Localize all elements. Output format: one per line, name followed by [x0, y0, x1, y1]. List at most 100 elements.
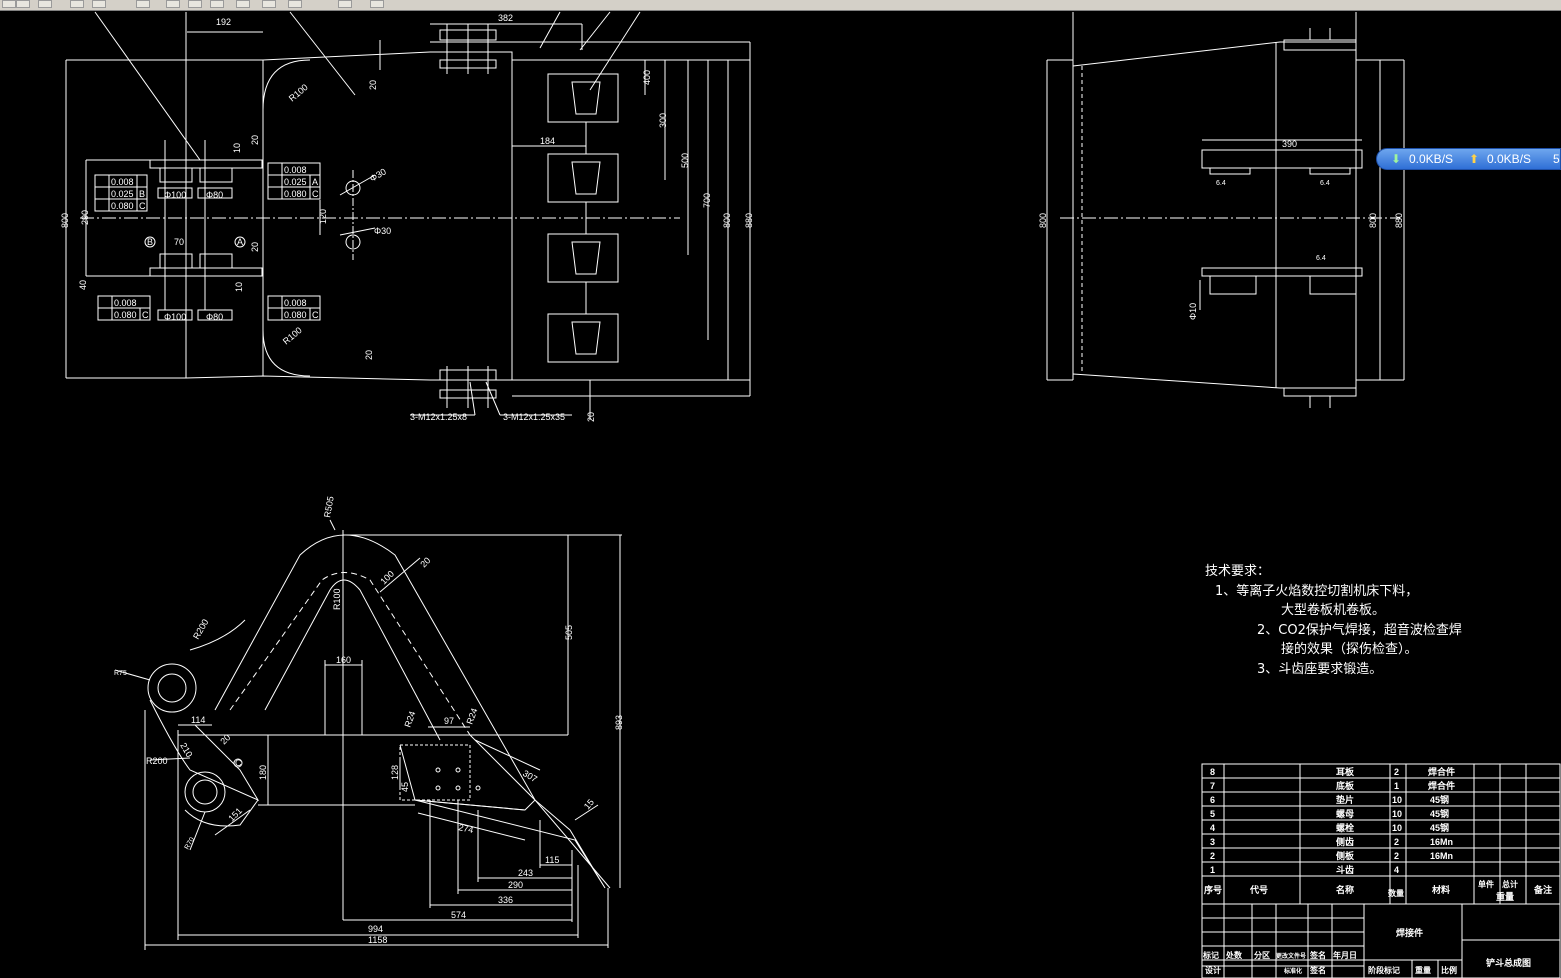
tol-1: 0.008: [111, 177, 134, 187]
cad-drawing-canvas[interactable]: 192 382 20 R100 20 10 400 300 184 500 70…: [0, 10, 1561, 978]
new-file-icon[interactable]: [2, 0, 16, 8]
dim-phi30a: Φ30: [368, 166, 388, 183]
bom-name-8: 耳板: [1336, 766, 1355, 777]
dim-10a: 10: [232, 143, 242, 153]
side-dim-880: 880: [1394, 213, 1404, 228]
tb-stage: 阶段标记: [1368, 965, 1400, 975]
fv-160: 160: [336, 655, 351, 665]
dim-382: 382: [498, 13, 513, 23]
zoom-realtime-icon[interactable]: [166, 0, 180, 8]
dim-300: 300: [658, 113, 668, 128]
bom-name-6: 垫片: [1336, 794, 1354, 805]
roughness-a: 6.4: [1216, 180, 1226, 187]
bom-qty-5: 10: [1392, 809, 1402, 819]
cut-icon[interactable]: [70, 0, 84, 8]
save-icon[interactable]: [16, 0, 30, 8]
bucket-teeth: [547, 73, 619, 363]
bom-qty-3: 2: [1394, 837, 1399, 847]
technical-requirements: 技术要求： 1、等离子火焰数控切割机床下料， 大型卷板机卷板。 2、CO2保护气…: [1205, 562, 1525, 679]
bom-mat-8: 焊合件: [1428, 766, 1455, 777]
upload-arrow-icon: ⬆: [1469, 152, 1480, 166]
bom-mat-2: 16Mn: [1430, 851, 1453, 861]
side-dim-800l: 800: [1038, 213, 1048, 228]
fv-893: 893: [614, 715, 624, 730]
tol-8: 0.080: [114, 310, 137, 320]
bom-header-code: 代号: [1249, 884, 1268, 895]
tol-c2: C: [312, 189, 319, 199]
dim-290: 290: [80, 210, 90, 225]
fv-180: 180: [258, 765, 268, 780]
tol-c1: C: [139, 201, 146, 211]
bom-mat-6: 45钢: [1430, 794, 1449, 805]
fv-128: 128: [390, 765, 400, 780]
zoom-previous-icon[interactable]: [210, 0, 224, 8]
fv-100: 100: [378, 569, 396, 587]
tol-2: 0.025: [111, 189, 134, 199]
tb-sign: 签名: [1309, 950, 1326, 960]
layer-icon[interactable]: [338, 0, 352, 8]
network-speed-widget[interactable]: ⬇ 0.0KB/S ⬆ 0.0KB/S 5: [1376, 148, 1561, 170]
dim-20b: 20: [250, 135, 260, 145]
bom-name-3: 侧齿: [1336, 836, 1354, 847]
bom-qty-7: 1: [1394, 781, 1399, 791]
zoom-window-icon[interactable]: [188, 0, 202, 8]
bom-table: [1201, 763, 1561, 978]
bom-qty-4: 10: [1392, 823, 1402, 833]
tol-5: 0.025: [284, 177, 307, 187]
bom-header-qty: 数量: [1388, 888, 1404, 898]
tol-7: 0.008: [114, 298, 137, 308]
bom-header-material: 材料: [1431, 884, 1450, 895]
side-dim-800r: 800: [1368, 213, 1378, 228]
tol-9: 0.008: [284, 298, 307, 308]
roughness-b: 6.4: [1320, 180, 1330, 187]
title-block-part: 焊接件: [1396, 927, 1423, 938]
fv-574: 574: [451, 910, 466, 920]
tb-mark: 标记: [1202, 950, 1219, 960]
fv-r24a: R24: [402, 710, 417, 729]
properties-icon[interactable]: [236, 0, 250, 8]
fv-45: 45: [400, 782, 410, 792]
bom-name-2: 侧板: [1336, 850, 1355, 861]
bom-qty-1: 4: [1394, 865, 1399, 875]
dim-192: 192: [216, 17, 231, 27]
tool-palette-icon[interactable]: [288, 0, 302, 8]
tol-4: 0.008: [284, 165, 307, 175]
bom-header-total: 总计: [1502, 879, 1518, 889]
dim-500: 500: [680, 153, 690, 168]
tb-design: 设计: [1205, 965, 1221, 975]
cad-toolbar: [0, 0, 1561, 11]
tb-date: 年月日: [1333, 950, 1357, 960]
fv-994: 994: [368, 924, 383, 934]
front-view: [114, 519, 622, 950]
print-icon[interactable]: [38, 0, 52, 8]
bom-mat-3: 16Mn: [1430, 837, 1453, 847]
pan-icon[interactable]: [136, 0, 150, 8]
tb-sign2: 签名: [1309, 965, 1326, 975]
side-dim-phi10: Φ10: [1188, 303, 1198, 320]
tech-line-4: 接的效果（探伤检查）。: [1281, 642, 1418, 657]
bom-header-name: 名称: [1336, 884, 1354, 895]
fv-1158: 1158: [368, 935, 387, 945]
dim-800l: 800: [60, 213, 70, 228]
tech-line-3: 2、CO2保护气焊接，超音波检查焊: [1257, 622, 1462, 638]
thread-label-b: 3-M12x1.25x35: [503, 412, 565, 422]
fv-307: 307: [521, 768, 539, 784]
bom-name-5: 螺母: [1336, 808, 1354, 819]
fv-114: 114: [191, 715, 205, 725]
fv-290: 290: [508, 880, 523, 890]
paste-icon[interactable]: [92, 0, 106, 8]
tol-3: 0.080: [111, 201, 134, 211]
dim-20a: 20: [368, 80, 378, 90]
tb-change-doc: 更改文件号: [1276, 952, 1306, 960]
fv-r200b: R200: [146, 756, 168, 766]
design-center-icon[interactable]: [262, 0, 276, 8]
dim-120: 120: [318, 209, 328, 224]
title-block-drawing-name: 铲斗总成图: [1486, 957, 1531, 968]
tolerance-frames: [94, 162, 321, 321]
dim-880: 880: [744, 213, 754, 228]
fv-243: 243: [518, 868, 533, 878]
dim-10b: 10: [234, 282, 244, 292]
fv-20: 20: [418, 555, 432, 569]
datum-a: A: [237, 237, 243, 247]
help-icon[interactable]: [370, 0, 384, 8]
